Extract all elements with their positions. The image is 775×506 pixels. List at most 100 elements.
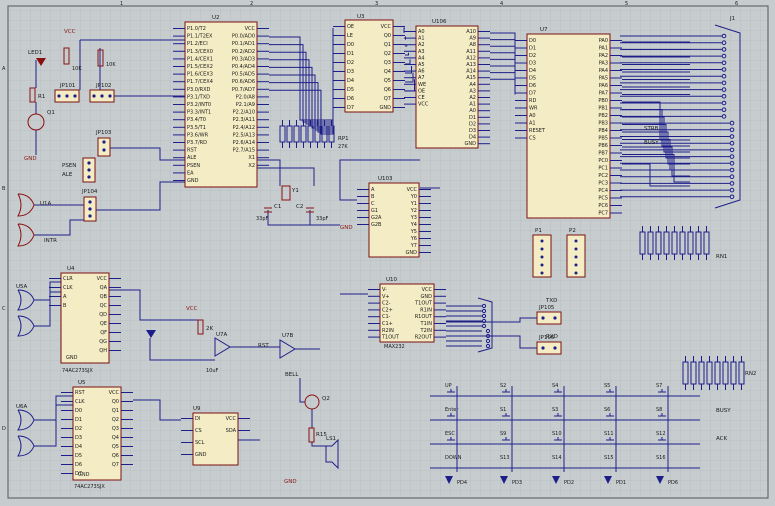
bell-label: BELL (285, 372, 299, 378)
u106-pin-left: A0 (418, 29, 425, 35)
u2-pin-left: P3.0/RXD (187, 87, 211, 93)
u106-pin-left: A6 (418, 69, 425, 75)
u103-pin-left: C (371, 201, 375, 207)
p1-label: P1 (535, 228, 542, 234)
rn1-label: RN1 (716, 254, 727, 260)
u106-pin-left: A7 (418, 75, 425, 81)
u2-pin-left: PSEN (187, 163, 200, 169)
u103-pin-right: Y1 (410, 201, 417, 207)
u106-pin-left: VCC (418, 102, 429, 108)
u7-pin-right: PC0 (598, 158, 608, 164)
row-a-label: A (2, 66, 6, 72)
u3-pin-right: GND (380, 105, 392, 111)
u5-pin-left: D7 (75, 471, 82, 477)
u10-pin-left: C1+ (382, 321, 393, 327)
u3-pin-right: Q2 (384, 51, 391, 57)
col-1-label: 1 (120, 1, 123, 7)
u7-ref: U7 (540, 27, 548, 33)
u106-pin-right: GND (465, 141, 477, 147)
u106-pin-right: A15 (466, 75, 476, 81)
u5-gnd-pin: GND (78, 472, 90, 478)
u7-pin-right: PA1 (599, 46, 608, 52)
u2-pin-right: P2.3/A11 (233, 117, 255, 123)
components-top-left: VCC LED1 10K 10K R1 Q1 GND PSEN ALE U1A … (17, 29, 116, 247)
u7-pin-right: PA4 (599, 68, 608, 74)
u3-pin-left: D6 (347, 96, 354, 102)
u4-pin-right: QF (100, 330, 107, 336)
u2-pin-right: P2.2/A10 (233, 110, 255, 116)
key-label: S10 (552, 431, 562, 437)
u103-pin-left: B (371, 194, 375, 200)
u4-gnd-pin: GND (66, 355, 78, 361)
u7-pin-left: D6 (529, 83, 536, 89)
u2-pin-left: P3.7/RD (187, 140, 207, 146)
u2-pin-right: P0.3/AD3 (232, 56, 255, 62)
r10k-label-2: 10K (106, 62, 116, 68)
u2-pin-left: GND (187, 178, 199, 184)
u103-pin-right: Y4 (410, 222, 417, 228)
u5-pin-right: Q1 (112, 408, 119, 414)
u5-pin-left: D5 (75, 453, 82, 459)
rp1-label: RP1 (338, 136, 349, 142)
col-4-label: 4 (500, 1, 503, 7)
chip-u4: U4 74AC273SJX GND CLRCLKABVCCQAQBQCQDQEQ… (49, 266, 121, 374)
u10-pin-right: T2IN (420, 328, 433, 334)
u3-pin-right: Q0 (384, 33, 391, 39)
u2-ref: U2 (212, 15, 220, 21)
u5-pin-left: D3 (75, 435, 82, 441)
busy-label: BUSY (644, 140, 659, 146)
u7-pin-right: PB6 (598, 143, 608, 149)
jp104-label: JP104 (81, 189, 98, 195)
u106-pin-left: A2 (418, 42, 425, 48)
u7-pin-left: D1 (529, 46, 536, 52)
diode-label: PD4 (457, 480, 467, 486)
key-label: S14 (552, 455, 562, 461)
u3-pin-left: D0 (347, 42, 354, 48)
u5-pin-left: RST (75, 390, 86, 396)
p2-label: P2 (569, 228, 576, 234)
u1a-label: U1A (40, 201, 52, 207)
key-label: Enter (445, 407, 459, 413)
u5-ref: U5 (78, 380, 86, 386)
u2-pin-left: RST (187, 148, 198, 154)
u103-pin-right: Y0 (410, 194, 417, 200)
ale-label: ALE (62, 172, 73, 178)
u106-ref: U106 (432, 19, 447, 25)
ack-label: ACK (716, 436, 728, 442)
crystal: Y1 C1 C2 33pF 33pF GND (256, 185, 353, 231)
u4-pin-right: QG (99, 339, 107, 345)
u103-pin-right: Y6 (410, 236, 417, 242)
u5-pin-right: Q2 (112, 417, 119, 423)
key-label: S9 (500, 431, 506, 437)
c1-label: C1 (274, 204, 281, 210)
u4-pin-right: VCC (97, 276, 108, 282)
txd-label: TXD (545, 298, 557, 304)
u10-part: MAX232 (384, 344, 405, 350)
jumpers: JP101 JP102 JP103 JP104 JP105 JP106 P1 P… (54, 83, 586, 355)
u3-pin-left: D3 (347, 69, 354, 75)
u3-pin-left: LE (347, 33, 353, 39)
u106-pin-left: OE (418, 88, 425, 94)
u7-pin-right: PB7 (598, 151, 608, 157)
key-label: S7 (656, 383, 662, 389)
u10-pin-right: GND (421, 294, 433, 300)
u103-pin-left: G2B (371, 222, 382, 228)
diode-label: PD6 (668, 480, 678, 486)
u4-pin-right: QH (99, 348, 107, 354)
u3-pin-right: Q4 (384, 69, 391, 75)
u3-pin-left: OE (347, 24, 354, 30)
u5-pin-right: VCC (109, 390, 120, 396)
u106-pin-right: A3 (469, 88, 476, 94)
u10-pin-right: VCC (422, 287, 433, 293)
vcc-label-2: VCC (186, 306, 198, 312)
u4-pin-left: CLR (63, 276, 73, 282)
key-label: S2 (500, 383, 506, 389)
u10-pin-right: T1OUT (414, 301, 433, 307)
u7-pin-right: PA5 (599, 76, 608, 82)
u9-pin-left: SCL (195, 440, 205, 446)
u106-pin-left: CE (418, 95, 425, 101)
u2-pin-left: P3.3/INT1 (187, 110, 211, 116)
u7-pin-right: PC4 (598, 188, 608, 194)
y1-label: Y1 (291, 188, 299, 194)
u7-pin-right: PB1 (598, 106, 608, 112)
